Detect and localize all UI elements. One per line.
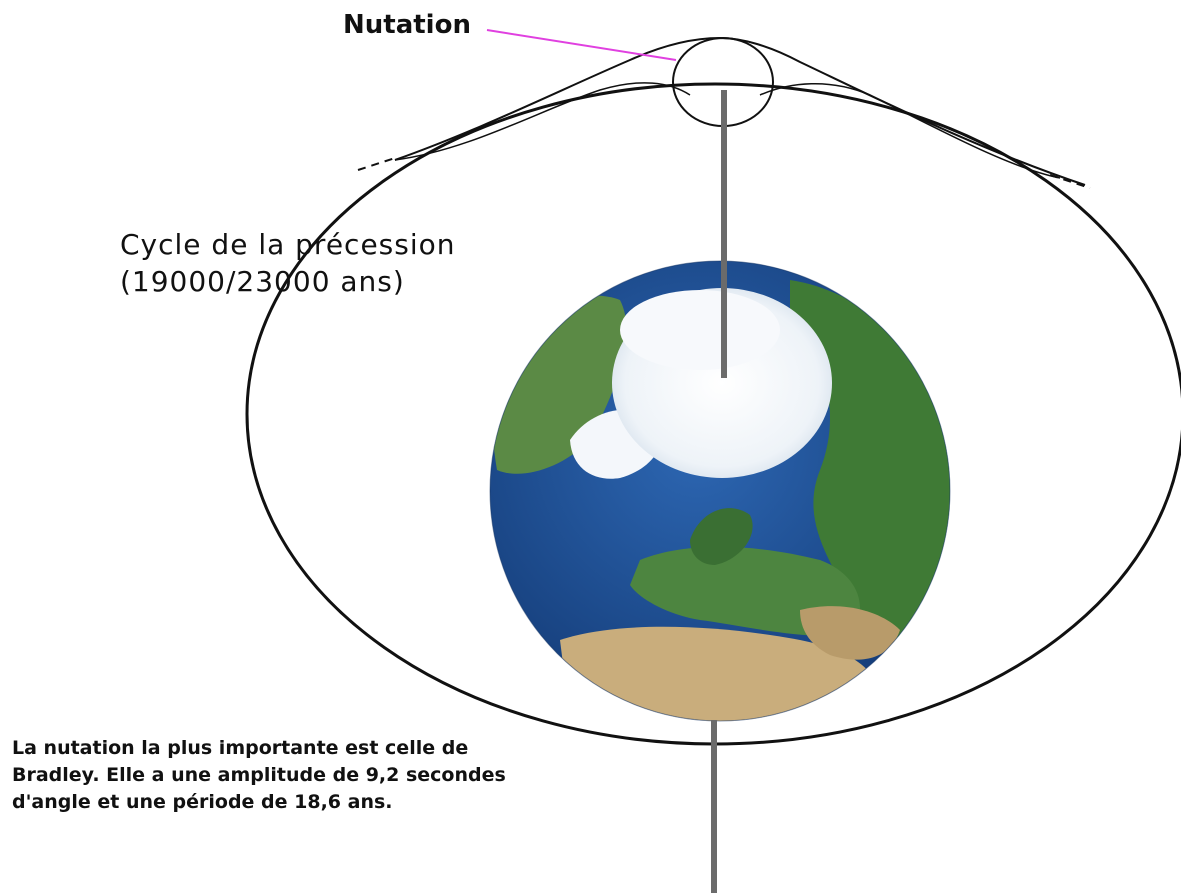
nutation-wave-curve-inner: [394, 82, 691, 161]
precession-cycle-label: Cycle de la précession (19000/23000 ans): [120, 226, 456, 300]
nutation-leader-line: [486, 29, 677, 61]
nutation-wave-curve-inner-right: [759, 82, 1061, 179]
nutation-wave-curve: [394, 36, 1086, 186]
precession-label-line1: Cycle de la précession: [120, 228, 456, 261]
bradley-nutation-note: La nutation la plus importante est celle…: [12, 737, 506, 813]
dashed-left-end: [357, 157, 396, 171]
earth-globe-icon: [489, 260, 951, 722]
nutation-label: Nutation: [343, 10, 471, 40]
precession-label-line2: (19000/23000 ans): [120, 265, 405, 298]
dashed-right-end: [1049, 174, 1091, 189]
